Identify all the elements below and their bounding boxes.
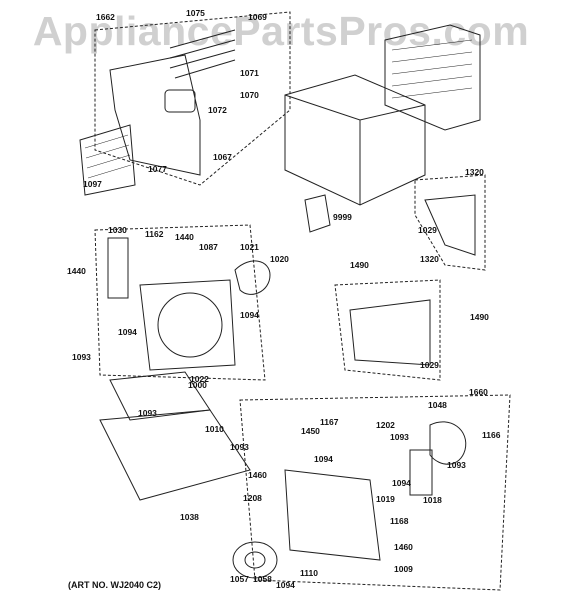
part-label-1094: 1094 [314,454,333,464]
part-label-1167: 1167 [320,417,339,427]
part-label-1660: 1660 [469,387,488,397]
part-label-1490: 1490 [470,312,489,322]
part-label-1070: 1070 [240,90,259,100]
front-grille [109,54,201,176]
motor [429,421,467,465]
manual-doc [304,194,331,233]
shroud-top [414,174,486,271]
part-label-1048: 1048 [428,400,447,410]
part-label-1010: 1010 [205,424,224,434]
part-label-1000: 1000 [188,380,207,390]
part-label-1162: 1162 [145,229,164,239]
part-label-1094: 1094 [118,327,137,337]
part-label-1077: 1077 [148,164,167,174]
part-label-1097: 1097 [83,179,102,189]
condenser-group [239,394,511,591]
part-label-1662: 1662 [96,12,115,22]
fan-blade [234,260,271,295]
part-label-1020: 1020 [270,254,289,264]
part-label-9999: 9999 [333,212,352,222]
part-label-1093: 1093 [72,352,91,362]
part-label-1075: 1075 [186,8,205,18]
part-label-1093: 1093 [390,432,409,442]
evaporator-group [94,224,266,381]
part-label-1069: 1069 [248,12,267,22]
bracket [409,449,433,496]
blower-housing [139,279,236,371]
part-label-1093: 1093 [447,460,466,470]
part-label-1029: 1029 [418,225,437,235]
part-label-1168: 1168 [390,516,409,526]
front-group-outline [94,11,291,186]
part-label-1094: 1094 [240,310,259,320]
part-label-1072: 1072 [208,105,227,115]
control-panel [164,89,196,113]
part-label-1320: 1320 [420,254,439,264]
cabinet [284,74,426,206]
part-label-1093: 1093 [230,442,249,452]
part-label-1208: 1208 [243,493,262,503]
part-label-1022: 1022 [190,374,209,384]
part-label-1087: 1087 [199,242,218,252]
louvers [169,29,236,79]
part-label-1460: 1460 [248,470,267,480]
base-pan [99,409,251,501]
part-label-1067: 1067 [213,152,232,162]
art-number: (ART NO. WJ2040 C2) [68,580,162,590]
part-label-1320: 1320 [465,167,484,177]
part-label-1019: 1019 [376,494,395,504]
part-label-1058: 1058 [253,574,272,584]
part-label-1021: 1021 [240,242,259,252]
part-label-1110: 1110 [300,568,318,578]
part-label-1440: 1440 [175,232,194,242]
part-label-1166: 1166 [482,430,501,440]
part-label-1093: 1093 [138,408,157,418]
part-label-1440: 1440 [67,266,86,276]
blower-wheel [232,541,278,579]
part-label-1450: 1450 [301,426,320,436]
part-label-1018: 1018 [423,495,442,505]
part-label-1029: 1029 [420,360,439,370]
condenser-housing [284,469,381,561]
coil-left [107,237,129,299]
part-label-1094: 1094 [276,580,295,590]
part-label-1490: 1490 [350,260,369,270]
part-label-1009: 1009 [394,564,413,574]
partition [334,279,441,381]
part-label-1057: 1057 [230,574,249,584]
part-label-1071: 1071 [240,68,259,78]
part-label-1030: 1030 [108,225,127,235]
part-label-1460: 1460 [394,542,413,552]
part-label-1094: 1094 [392,478,411,488]
part-label-1202: 1202 [376,420,395,430]
rear-grille [384,24,481,131]
filter [79,124,136,196]
part-label-1038: 1038 [180,512,199,522]
